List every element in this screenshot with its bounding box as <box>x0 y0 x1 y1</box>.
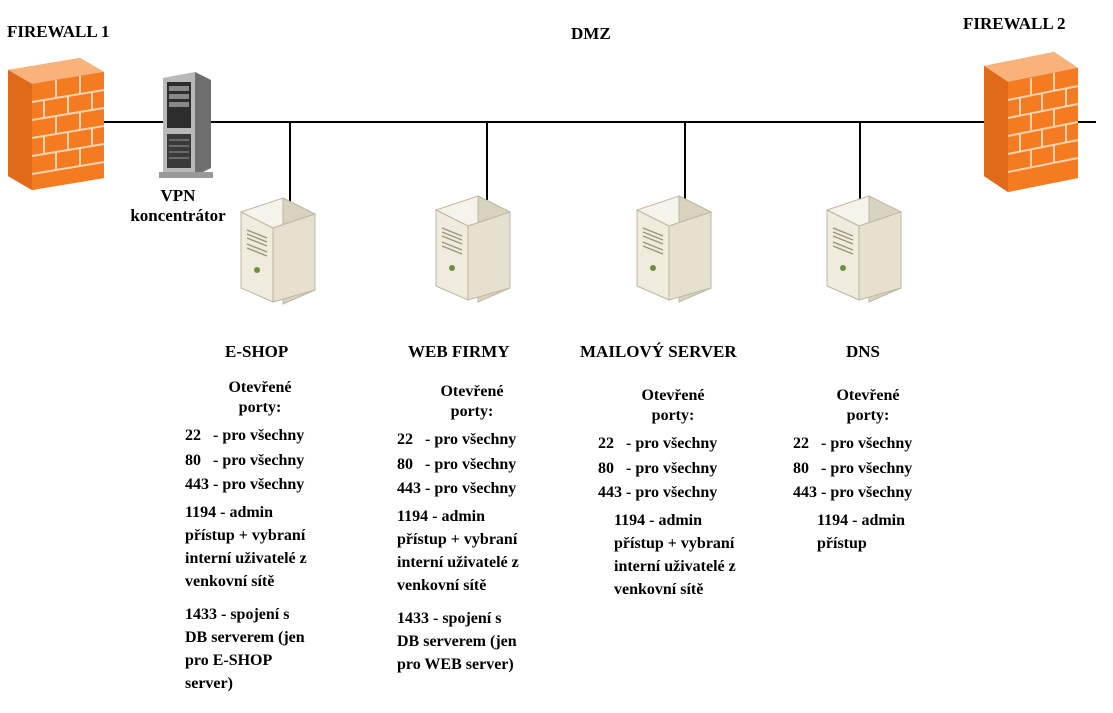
eshop-port-1433-l1: 1433 - spojení s <box>185 605 290 623</box>
eshop-server-icon <box>239 197 317 305</box>
web-port-22: 22 - pro všechny <box>397 431 517 448</box>
eshop-port-1194-l3: interní uživatelé z <box>185 549 307 567</box>
dns-ports: Otevřené porty: 22 - pro všechny 80 - pr… <box>793 386 943 555</box>
drop-line-web <box>486 122 488 200</box>
web-port-443: 443 - pro všechny <box>397 480 517 497</box>
eshop-port-1433-l2: DB serverem (jen <box>185 628 305 646</box>
web-title: WEB FIRMY <box>408 342 510 361</box>
firewall2-label: FIREWALL 2 <box>963 14 1066 33</box>
web-open-ports-l2: porty: <box>450 403 494 420</box>
eshop-port-80: 80 - pro všechny <box>185 451 305 469</box>
web-open-ports-l1: Otevřené <box>440 383 504 400</box>
drop-line-dns <box>859 122 861 200</box>
mail-open-ports-l1: Otevřené <box>641 387 705 404</box>
mail-ports: Otevřené porty: 22 - pro všechny 80 - pr… <box>598 386 748 601</box>
web-server-icon <box>434 195 512 303</box>
mail-port-1194-l1: 1194 - admin <box>614 511 703 529</box>
web-ports: Otevřené porty: 22 - pro všechny 80 - pr… <box>397 382 547 676</box>
vpn-label-line1: VPN <box>160 186 196 205</box>
eshop-port-1433-l3: pro E-SHOP <box>185 651 273 669</box>
eshop-port-1194-l1: 1194 - admin <box>185 503 274 521</box>
dns-port-443: 443 - pro všechny <box>793 484 913 501</box>
dns-server-icon <box>825 195 903 303</box>
mail-port-22: 22 - pro všechny <box>598 435 718 452</box>
dns-port-80: 80 - pro všechny <box>793 459 913 477</box>
firewall1-label: FIREWALL 1 <box>7 22 110 41</box>
dns-port-1194-l1: 1194 - admin <box>817 511 906 529</box>
web-port-1433-l2: DB serverem (jen <box>397 632 517 650</box>
mail-port-80: 80 - pro všechny <box>598 459 718 477</box>
eshop-open-ports-l2: porty: <box>238 399 282 416</box>
eshop-title: E-SHOP <box>225 342 289 361</box>
mail-server-icon <box>635 195 713 303</box>
web-port-1433-l3: pro WEB server) <box>397 655 514 673</box>
web-port-1194-l2: přístup + vybraní <box>397 530 518 548</box>
dns-port-22: 22 - pro všechny <box>793 435 913 452</box>
drop-line-eshop <box>289 122 291 202</box>
mail-port-1194-l2: přístup + vybraní <box>614 534 735 552</box>
web-port-1194-l4: venkovní sítě <box>397 576 487 594</box>
eshop-open-ports-l1: Otevřené <box>228 379 292 396</box>
firewall2-icon <box>984 52 1079 192</box>
eshop-port-1433-l4: server) <box>185 674 233 692</box>
vpn-label: VPN koncentrátor <box>118 186 238 226</box>
backbone-line-right-stub <box>1076 121 1096 123</box>
eshop-port-1194-l2: přístup + vybraní <box>185 526 306 544</box>
mail-title: MAILOVÝ SERVER <box>580 342 737 361</box>
web-port-80: 80 - pro všechny <box>397 455 517 473</box>
mail-port-443: 443 - pro všechny <box>598 484 718 501</box>
web-port-1433-l1: 1433 - spojení s <box>397 609 502 627</box>
eshop-ports: Otevřené porty: 22 - pro všechny 80 - pr… <box>185 378 335 695</box>
eshop-port-22: 22 - pro všechny <box>185 427 305 444</box>
web-port-1194-l1: 1194 - admin <box>397 507 486 525</box>
dns-port-1194-l2: přístup <box>817 534 867 552</box>
eshop-port-443: 443 - pro všechny <box>185 476 305 493</box>
mail-open-ports-l2: porty: <box>651 407 695 424</box>
dns-title: DNS <box>846 342 881 361</box>
web-port-1194-l3: interní uživatelé z <box>397 553 519 571</box>
dns-open-ports-l2: porty: <box>846 407 890 424</box>
vpn-concentrator-icon <box>159 72 213 178</box>
eshop-port-1194-l4: venkovní sítě <box>185 572 275 590</box>
vpn-label-line2: koncentrátor <box>130 206 226 225</box>
dmz-backbone-line <box>100 121 988 123</box>
mail-port-1194-l4: venkovní sítě <box>614 580 704 598</box>
firewall1-icon <box>8 58 105 190</box>
drop-line-mail <box>684 122 686 200</box>
dns-open-ports-l1: Otevřené <box>836 387 900 404</box>
dmz-label: DMZ <box>571 24 611 43</box>
mail-port-1194-l3: interní uživatelé z <box>614 557 736 575</box>
